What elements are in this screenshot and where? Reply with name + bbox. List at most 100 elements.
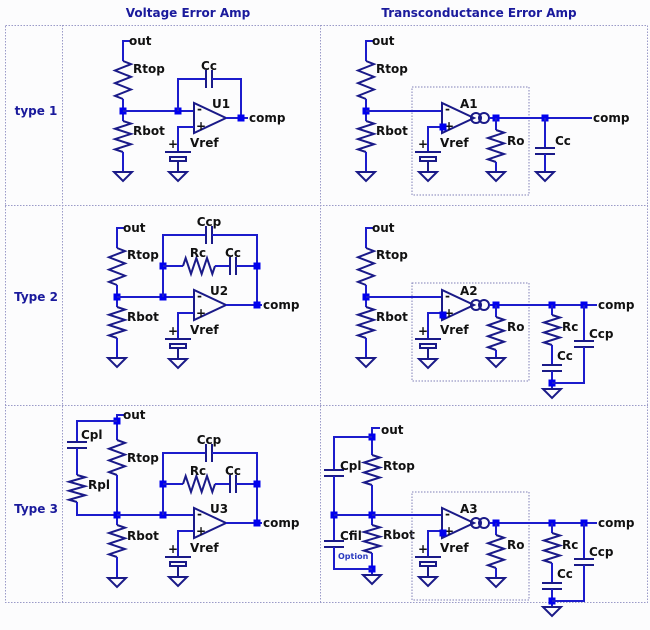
ground-icon xyxy=(354,171,378,183)
noninverting-input-sign: + xyxy=(196,306,206,320)
label-cpl: Cpl xyxy=(340,459,362,473)
opamp-triangle xyxy=(441,101,477,135)
wire xyxy=(427,312,442,339)
capacitor-symbol xyxy=(67,441,87,449)
label-ccp: Ccp xyxy=(589,327,614,341)
opamp-u2: -+ xyxy=(193,288,229,322)
ground-icon xyxy=(540,606,564,618)
noninverting-input-sign: + xyxy=(444,524,454,538)
capacitor-symbol xyxy=(574,340,594,348)
ota-internal-box xyxy=(411,282,530,382)
wire xyxy=(116,227,125,248)
inverting-input-sign: - xyxy=(197,102,202,116)
label-rtop: Rtop xyxy=(383,459,415,473)
label-u2: U2 xyxy=(210,284,228,298)
resistor-symbol xyxy=(105,524,129,558)
ground-icon xyxy=(533,171,557,183)
label-out: out xyxy=(123,221,146,235)
wire xyxy=(552,565,585,602)
label-comp: comp xyxy=(249,111,286,125)
vref-source: + xyxy=(165,137,191,183)
ground-icon xyxy=(166,171,190,183)
label-comp: comp xyxy=(598,298,635,312)
label-rc: Rc xyxy=(190,246,206,260)
ground-icon xyxy=(360,574,384,586)
label-rc: Rc xyxy=(562,538,578,552)
header-transconductance-error-amp: Transconductance Error Amp xyxy=(381,6,577,20)
resistor-symbol xyxy=(182,254,216,278)
plus-sign: + xyxy=(168,324,178,338)
inverting-input-sign: - xyxy=(197,289,202,303)
wire xyxy=(365,40,374,61)
label-rtop: Rtop xyxy=(127,248,159,262)
resistor-symbol xyxy=(355,247,377,286)
ground-icon xyxy=(166,358,190,370)
opamp-triangle xyxy=(193,506,229,540)
plus-sign: + xyxy=(418,542,428,556)
ground-icon xyxy=(484,577,508,589)
label-cc: Cc xyxy=(557,567,573,581)
capacitor-symbol xyxy=(542,364,562,372)
ground-icon xyxy=(111,171,135,183)
label-out: out xyxy=(381,423,404,437)
wire xyxy=(371,427,380,455)
ground-icon xyxy=(484,171,508,183)
resistor-symbol xyxy=(540,532,564,564)
junction-dot xyxy=(439,123,447,131)
label-ro: Ro xyxy=(507,134,524,148)
capacitor-symbol xyxy=(535,147,555,155)
label-rpl: Rpl xyxy=(88,478,110,492)
opamp-u3: -+ xyxy=(193,506,229,540)
plus-sign: + xyxy=(418,324,428,338)
label-comp: comp xyxy=(598,516,635,530)
plus-sign: + xyxy=(168,137,178,151)
resistor-symbol xyxy=(540,314,564,346)
inverting-input-sign: - xyxy=(445,289,450,303)
label-comp: comp xyxy=(263,516,300,530)
wire xyxy=(427,126,442,152)
noninverting-input-sign: + xyxy=(196,524,206,538)
resistor-symbol xyxy=(106,439,128,476)
label-ro: Ro xyxy=(507,538,524,552)
vref-source: + xyxy=(165,324,191,370)
row-label-type-1: type 1 xyxy=(15,104,58,118)
table-grid xyxy=(5,25,648,603)
row-label-type-2: Type 2 xyxy=(14,290,58,304)
junction-dot xyxy=(253,519,261,527)
opamp-triangle xyxy=(441,506,477,540)
label-out: out xyxy=(123,408,146,422)
wire xyxy=(162,452,206,515)
wire xyxy=(212,78,242,118)
label-rbot: Rbot xyxy=(127,529,159,543)
ground-icon xyxy=(105,577,129,589)
opamp-triangle xyxy=(193,288,229,322)
label-a1: A1 xyxy=(460,97,478,111)
label-comp: comp xyxy=(593,111,630,125)
resistor-symbol xyxy=(105,306,129,339)
ota-output-circle xyxy=(470,299,482,311)
capacitor-symbol xyxy=(542,582,562,590)
label-u3: U3 xyxy=(210,502,228,516)
ground-icon xyxy=(484,357,508,369)
ground-icon xyxy=(540,388,564,400)
label-cc: Cc xyxy=(225,246,241,260)
row-label-type-3: Type 3 xyxy=(14,502,58,516)
label-rtop: Rtop xyxy=(376,62,408,76)
ota-a2: -+ xyxy=(441,288,490,322)
plus-sign: + xyxy=(418,137,428,151)
ground-icon xyxy=(354,357,378,369)
label-rc: Rc xyxy=(190,464,206,478)
resistor-symbol xyxy=(484,534,508,569)
junction-dot xyxy=(253,480,261,488)
inverting-input-sign: - xyxy=(445,102,450,116)
label-out: out xyxy=(372,34,395,48)
label-rbot: Rbot xyxy=(376,310,408,324)
junction-dot xyxy=(253,262,261,270)
resistor-symbol xyxy=(360,454,384,486)
wire xyxy=(333,547,372,570)
header-voltage-error-amp: Voltage Error Amp xyxy=(126,6,251,20)
